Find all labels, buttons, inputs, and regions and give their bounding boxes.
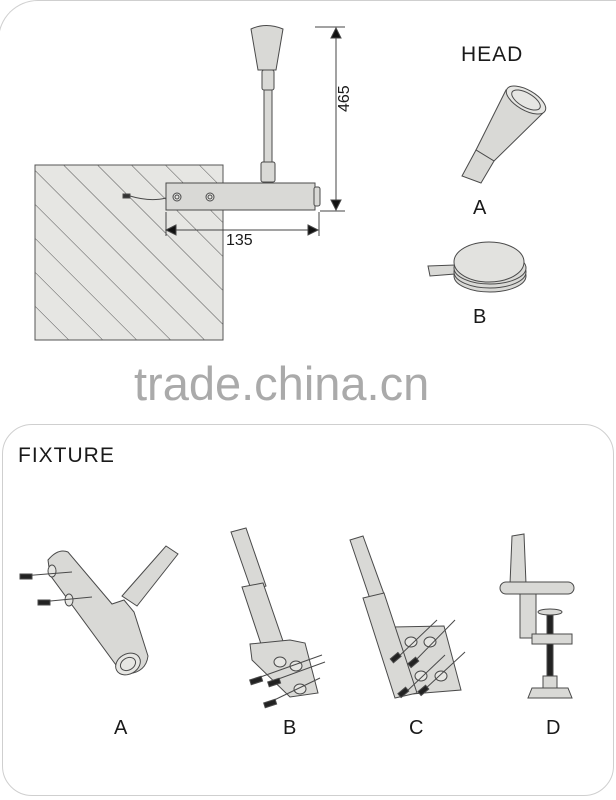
fixture-d-label: D: [546, 717, 561, 739]
fixture-a-icon: [19, 545, 179, 676]
width-dimension-label: 135: [226, 232, 253, 249]
head-b-label: B: [473, 306, 487, 328]
main-lamp-icon: [122, 25, 321, 211]
head-a-icon: [461, 85, 547, 184]
fixture-title: FIXTURE: [18, 444, 115, 467]
head-b-icon: [427, 241, 527, 293]
fixture-d-icon: [499, 533, 575, 699]
head-a-label: A: [473, 197, 487, 219]
dimension-lines: [164, 26, 345, 236]
fixture-a-label: A: [114, 717, 128, 739]
fixture-c-icon: [349, 535, 466, 699]
fixture-c-label: C: [409, 717, 424, 739]
height-dimension-label: 465: [336, 85, 353, 112]
fixture-b-label: B: [283, 717, 297, 739]
fixture-b-icon: [230, 527, 326, 709]
head-title: HEAD: [461, 43, 524, 66]
watermark-text: trade.china.cn: [134, 357, 430, 410]
